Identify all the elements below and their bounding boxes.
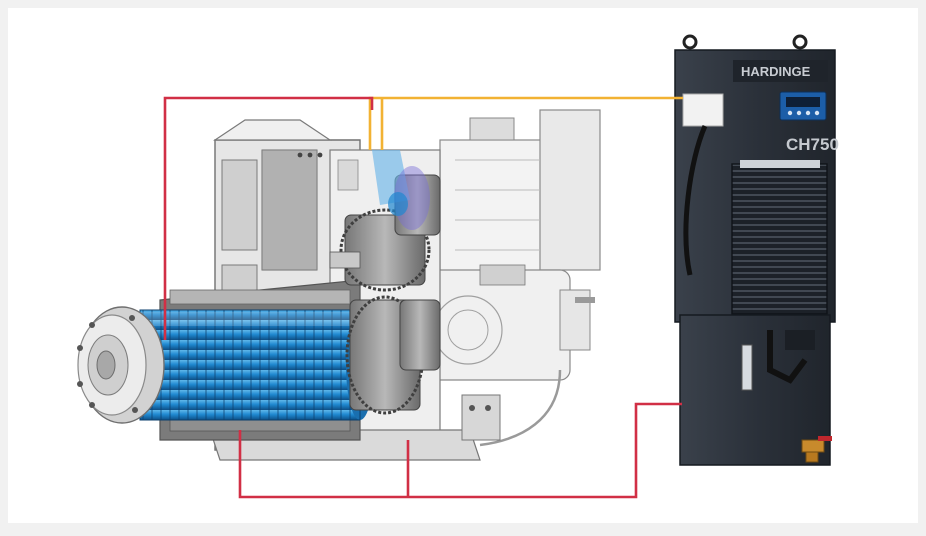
oil-level-gauge [741, 344, 753, 391]
condenser-grille [731, 163, 828, 315]
controller-button[interactable] [796, 110, 802, 116]
electrical-junction-box [682, 93, 724, 127]
motor-housing [439, 109, 601, 281]
controller-button[interactable] [805, 110, 811, 116]
brand-text: HARDINGE [741, 64, 811, 79]
power-cable [683, 124, 708, 276]
controller-button[interactable] [814, 110, 820, 116]
model-text: CH750 [786, 135, 839, 154]
controller-button[interactable] [787, 110, 793, 116]
valve-block [461, 264, 595, 441]
lifting-eye [682, 34, 698, 50]
sensor-highlight [372, 150, 430, 230]
coolant-supply-line [163, 96, 374, 340]
lifting-eye [792, 34, 808, 50]
drain-valve[interactable] [801, 436, 832, 463]
spindle-nose-flange [77, 306, 165, 424]
controller-screen [786, 97, 820, 107]
coolant-return-line [238, 402, 682, 499]
tank-inlet-pipe [767, 330, 808, 384]
gear-train [329, 174, 441, 415]
spindle-assembly [77, 109, 601, 461]
spindle-cooling-jacket [139, 309, 374, 421]
grille-top-bar [740, 160, 820, 168]
oil-chiller-unit: HARDINGE CH750 [674, 34, 839, 466]
brand-plate [733, 60, 828, 82]
pump-fitting [785, 330, 815, 350]
